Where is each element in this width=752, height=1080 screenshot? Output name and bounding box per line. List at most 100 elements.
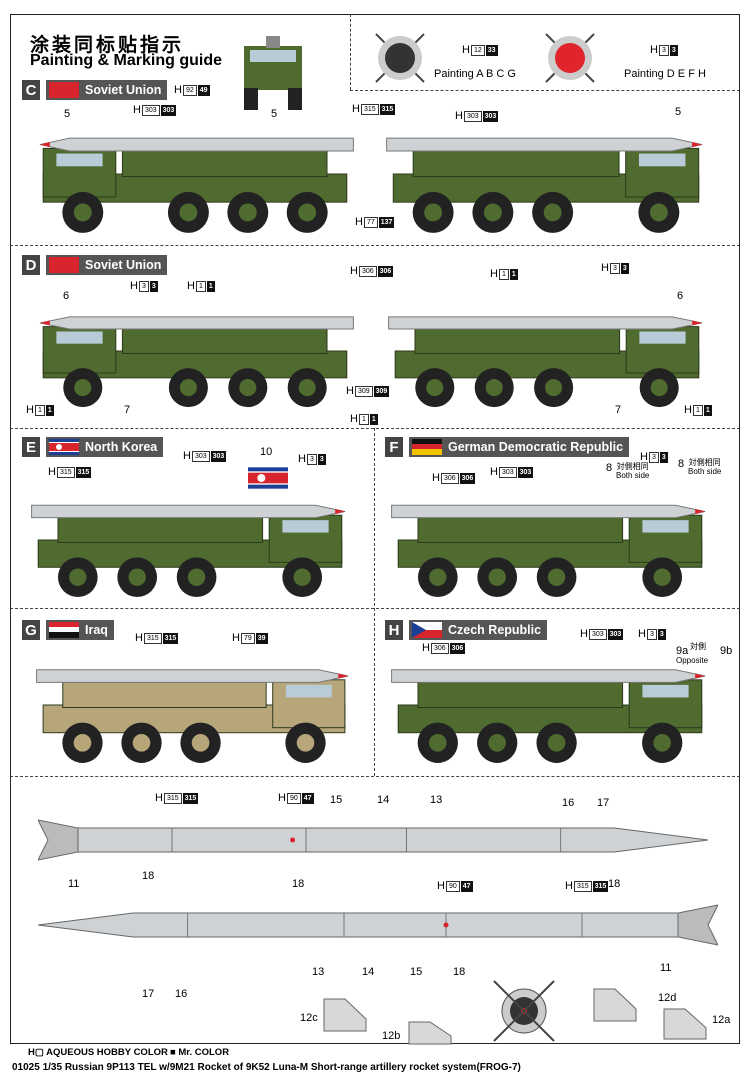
rocket: [391, 669, 706, 683]
decal-number: 12a: [712, 1014, 731, 1026]
rocket-tip: [692, 320, 703, 326]
divider: [10, 428, 740, 429]
wheel-hub: [298, 379, 316, 397]
country-name: Iraq: [85, 623, 108, 637]
rocket-tip: [692, 142, 703, 148]
wheel-hub: [74, 379, 92, 397]
truck-g: [36, 669, 349, 763]
cab-window: [642, 520, 689, 533]
fin-shape: [593, 988, 637, 1022]
wheel-hub: [547, 568, 566, 586]
truck-body: [36, 669, 349, 763]
wheel-hub: [545, 379, 563, 397]
wheel-hub: [424, 203, 443, 222]
wheel-hub: [296, 733, 315, 752]
decal-number: 15: [330, 794, 343, 806]
fin-shape: [323, 998, 367, 1032]
red-marker: [443, 922, 449, 928]
divider: [374, 428, 375, 776]
launcher-frame: [121, 147, 328, 178]
cab-window: [282, 520, 329, 533]
section-letter: C: [22, 80, 40, 100]
legend-mr-color: ■ Mr. COLOR: [170, 1047, 230, 1058]
cab-window: [639, 331, 686, 344]
cab-window: [638, 153, 686, 167]
launcher-frame: [417, 679, 624, 709]
rocket-fins: [677, 904, 718, 946]
wheel-hub: [128, 568, 146, 586]
iraq-flag-icon: [49, 622, 79, 638]
wheel-hub: [485, 379, 503, 397]
opposite-note: Opposite: [676, 656, 709, 665]
rocket: [391, 504, 706, 519]
wheel-hub: [238, 203, 257, 222]
title-chinese: 涂装同标贴指示: [30, 35, 185, 56]
decal-number: 12c: [300, 1012, 318, 1024]
divider: [350, 90, 740, 91]
wheel-hub: [488, 733, 507, 752]
wheel-hub: [488, 568, 506, 586]
divider: [10, 245, 740, 246]
divider: [350, 14, 351, 90]
rocket-tail-view: [493, 980, 555, 1042]
decal-number: 8: [606, 462, 613, 474]
decal-number: 18: [142, 870, 155, 882]
wheel-hub-icon: [385, 43, 415, 73]
rocket: [39, 316, 354, 330]
decal-number: 8: [678, 458, 685, 470]
wheel-hub-icon: [555, 43, 585, 73]
fin-12d: [593, 988, 637, 1022]
fin-shape: [663, 1008, 707, 1040]
decal-number: 6: [677, 290, 684, 302]
north-korea-flag-decal: [248, 467, 288, 489]
decal-number: 14: [362, 966, 375, 978]
country-name: German Democratic Republic: [448, 440, 624, 454]
rocket-bottom-view: [38, 904, 718, 946]
north-korea-flag-icon: [49, 439, 79, 455]
rocket-tip: [695, 509, 706, 514]
divider: [10, 608, 740, 609]
truck-front-view: [244, 36, 302, 110]
decal-number: 5: [271, 108, 278, 120]
wheel-hub: [73, 203, 92, 222]
rocket-fins: [38, 819, 79, 861]
country-name: Soviet Union: [85, 83, 162, 97]
decal-number: 12d: [658, 992, 677, 1004]
launcher-frame: [417, 514, 624, 543]
section-letter: H: [385, 620, 403, 640]
wheel-a-drawing: [375, 33, 425, 83]
decal-number: 18: [453, 966, 466, 978]
launcher-frame: [62, 679, 267, 709]
launcher-frame: [414, 326, 621, 354]
wheel-hub: [191, 733, 210, 752]
decal-number: 14: [377, 794, 390, 806]
truck-d-left: [39, 316, 354, 408]
truck-f: [391, 504, 706, 598]
product-caption: 01025 1/35 Russian 9P113 TEL w/9M21 Rock…: [12, 1062, 521, 1073]
truck-d-right: [388, 316, 703, 408]
launcher-frame: [57, 514, 264, 543]
truck-body: [39, 137, 354, 233]
wheel-hub: [653, 733, 672, 752]
wheel-hub: [483, 203, 502, 222]
decal-number: 10: [260, 446, 273, 458]
cab-window: [285, 684, 332, 698]
wheel-hub: [132, 733, 151, 752]
decal-number: 11: [660, 962, 672, 974]
decal-number: 12b: [382, 1030, 401, 1042]
fin-12a: [663, 1008, 707, 1040]
